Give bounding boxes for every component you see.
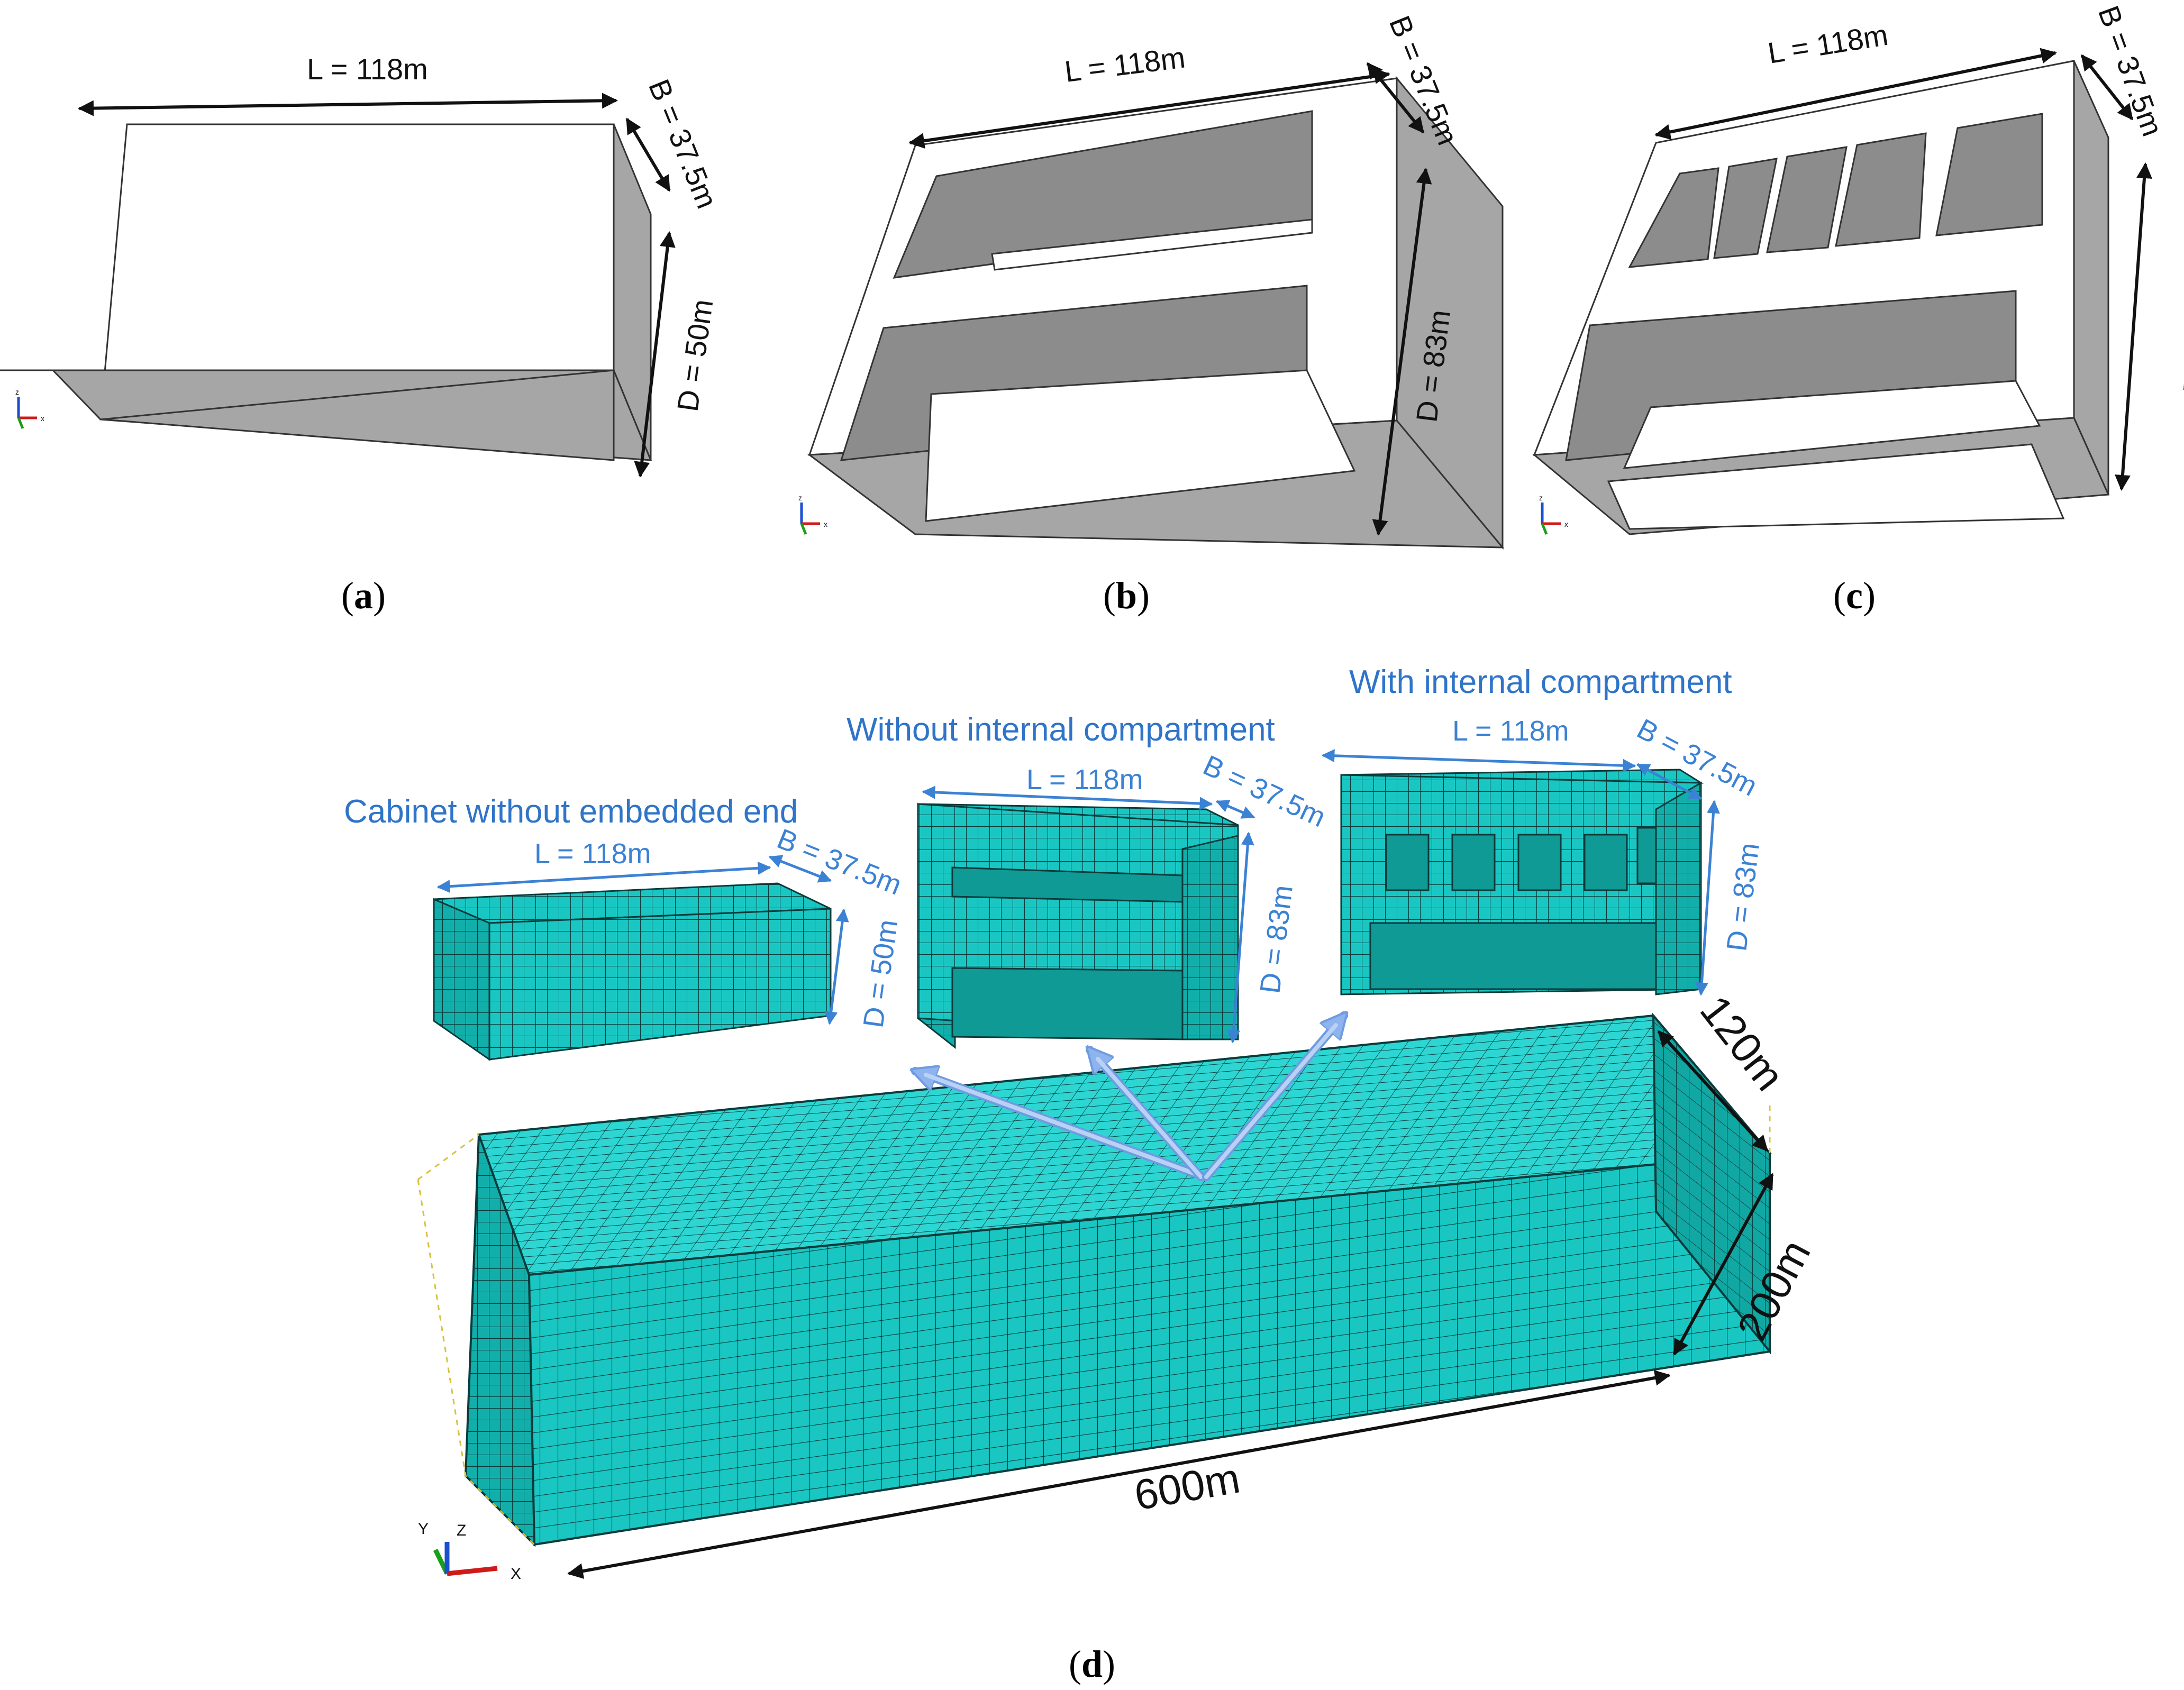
cabinet-plain-breadth-label: B = 37.5m: [773, 823, 906, 901]
soil-length-label: 600m: [1131, 1454, 1243, 1519]
dim-c-depth-label: D = 83m: [2177, 279, 2184, 395]
triad-c-icon: z x: [1539, 494, 1568, 535]
dim-a-breadth-arrow: [625, 117, 671, 192]
cabinet-compartment-mesh: [1340, 769, 1704, 995]
panel-a: L = 118m B = 37.5m D = 50m z x (a): [0, 52, 724, 617]
panel-a-caption: (a): [341, 574, 386, 617]
dim-a-depth-label: D = 50m: [670, 297, 719, 414]
cabinet-nc-title: Without internal compartment: [847, 711, 1275, 748]
cabinet-plain-long: [488, 908, 832, 1061]
cabinet-plain-length-arrow: [436, 861, 771, 893]
svg-text:Z: Z: [457, 1522, 466, 1539]
cabinet-plain-front: [433, 898, 490, 1061]
dim-a-length-arrow: [78, 93, 618, 116]
block-c-lower-cavity-floor: [1623, 380, 2041, 469]
cabinet-plain-depth-arrow: [824, 908, 849, 1025]
soil-domain-mesh: [417, 1012, 1772, 1547]
soil-width-arrow: [1657, 1030, 1769, 1152]
cabinet-nc-breadth-arrow: [1215, 800, 1255, 819]
svg-text:z: z: [15, 388, 19, 396]
cabinet-nc-depth-label: D = 83m: [1254, 883, 1299, 995]
cabinet-pointer-arrows: [915, 1016, 1344, 1181]
dim-b-depth-arrow: [1372, 168, 1432, 536]
cabinet-no-compartment-mesh: [917, 802, 1239, 1049]
cabinet-plain-mesh: [433, 882, 832, 1061]
compartment-windows: [1628, 113, 2043, 268]
dim-b-breadth-arrow: [1366, 62, 1425, 134]
block-a-bottom-face: [100, 369, 615, 461]
cabinet-c-end-wall: [1655, 781, 1702, 995]
cabinet-plain-depth-label: D = 50m: [857, 918, 904, 1030]
cabinet-plain-title: Cabinet without embedded end: [344, 793, 798, 830]
pointer-arrow-compartment-inner: [1204, 1023, 1338, 1179]
dim-c-breadth-label: B = 37.5m: [2092, 2, 2170, 141]
svg-text:x: x: [1564, 520, 1568, 528]
panel-b-caption: (b): [1103, 574, 1150, 617]
soil-construction-line-2: [417, 1134, 479, 1181]
cabinet-c-lower-opening: [1369, 922, 1657, 990]
cabinet-nc-lower-opening: [951, 967, 1184, 1040]
dim-a-breadth-label: B = 37.5m: [642, 75, 724, 213]
dim-a-length-label: L = 118m: [307, 52, 428, 86]
dim-b-length-label: L = 118m: [1063, 40, 1187, 88]
triad-a-icon: z x: [15, 388, 44, 429]
cabinet-c-length-label: L = 118m: [1452, 715, 1569, 747]
soil-length-arrow: [567, 1370, 1671, 1579]
cabinet-nc-end-wall: [1181, 835, 1239, 1040]
svg-text:z: z: [798, 494, 802, 502]
triad-d-icon: Y Z X: [418, 1520, 521, 1583]
cabinet-c-depth-label: D = 83m: [1721, 841, 1766, 953]
cabinet-nc-length-label: L = 118m: [1026, 764, 1143, 796]
panel-b: L = 118m B = 37.5m D = 83m z x (b): [798, 11, 1505, 617]
cabinet-c-length-arrow: [1321, 749, 1636, 772]
dim-c-length-arrow: [1654, 48, 2057, 140]
dim-c-depth-arrow: [2115, 162, 2152, 491]
block-b-lower-cavity-floor: [925, 369, 1356, 522]
cabinet-c-compartment-openings: [1385, 827, 1657, 891]
svg-text:X: X: [511, 1565, 521, 1583]
dim-c-breadth-arrow: [2080, 54, 2134, 121]
soil-depth-arrow: [1673, 1173, 1774, 1356]
cabinet-c-depth-arrow: [1695, 800, 1720, 996]
block-c-base-slab: [1607, 443, 2065, 530]
cabinet-nc-depth-arrow: [1227, 832, 1254, 1044]
svg-text:z: z: [1539, 494, 1543, 502]
svg-text:x: x: [824, 520, 827, 528]
cabinet-c-title: With internal compartment: [1349, 664, 1732, 700]
pointer-arrow-no-compartment-inner: [1096, 1057, 1203, 1179]
soil-construction-lines: [417, 1179, 535, 1546]
cabinet-nc-length-arrow: [922, 785, 1213, 810]
cabinet-plain-breadth-arrow: [768, 855, 832, 883]
cabinet-c-breadth-arrow: [1636, 763, 1703, 800]
dim-c-length-label: L = 118m: [1766, 18, 1890, 70]
block-b-upper-cavity-floor: [991, 218, 1313, 271]
cabinet-plain-length-label: L = 118m: [534, 838, 651, 870]
panel-d-caption: (d): [1069, 1643, 1115, 1685]
pointer-arrow-plain-inner: [924, 1073, 1206, 1179]
panel-d: Cabinet without embedded end L = 118m B …: [344, 664, 1819, 1685]
dim-a-depth-arrow: [634, 231, 676, 478]
svg-text:Y: Y: [418, 1520, 429, 1538]
dim-b-length-arrow: [908, 68, 1390, 149]
svg-text:x: x: [41, 414, 44, 423]
panel-c: L = 118m B = 37.5m D = 83m z x (c): [1532, 2, 2184, 617]
panel-c-caption: (c): [1833, 574, 1876, 617]
triad-b-icon: z x: [798, 494, 827, 535]
